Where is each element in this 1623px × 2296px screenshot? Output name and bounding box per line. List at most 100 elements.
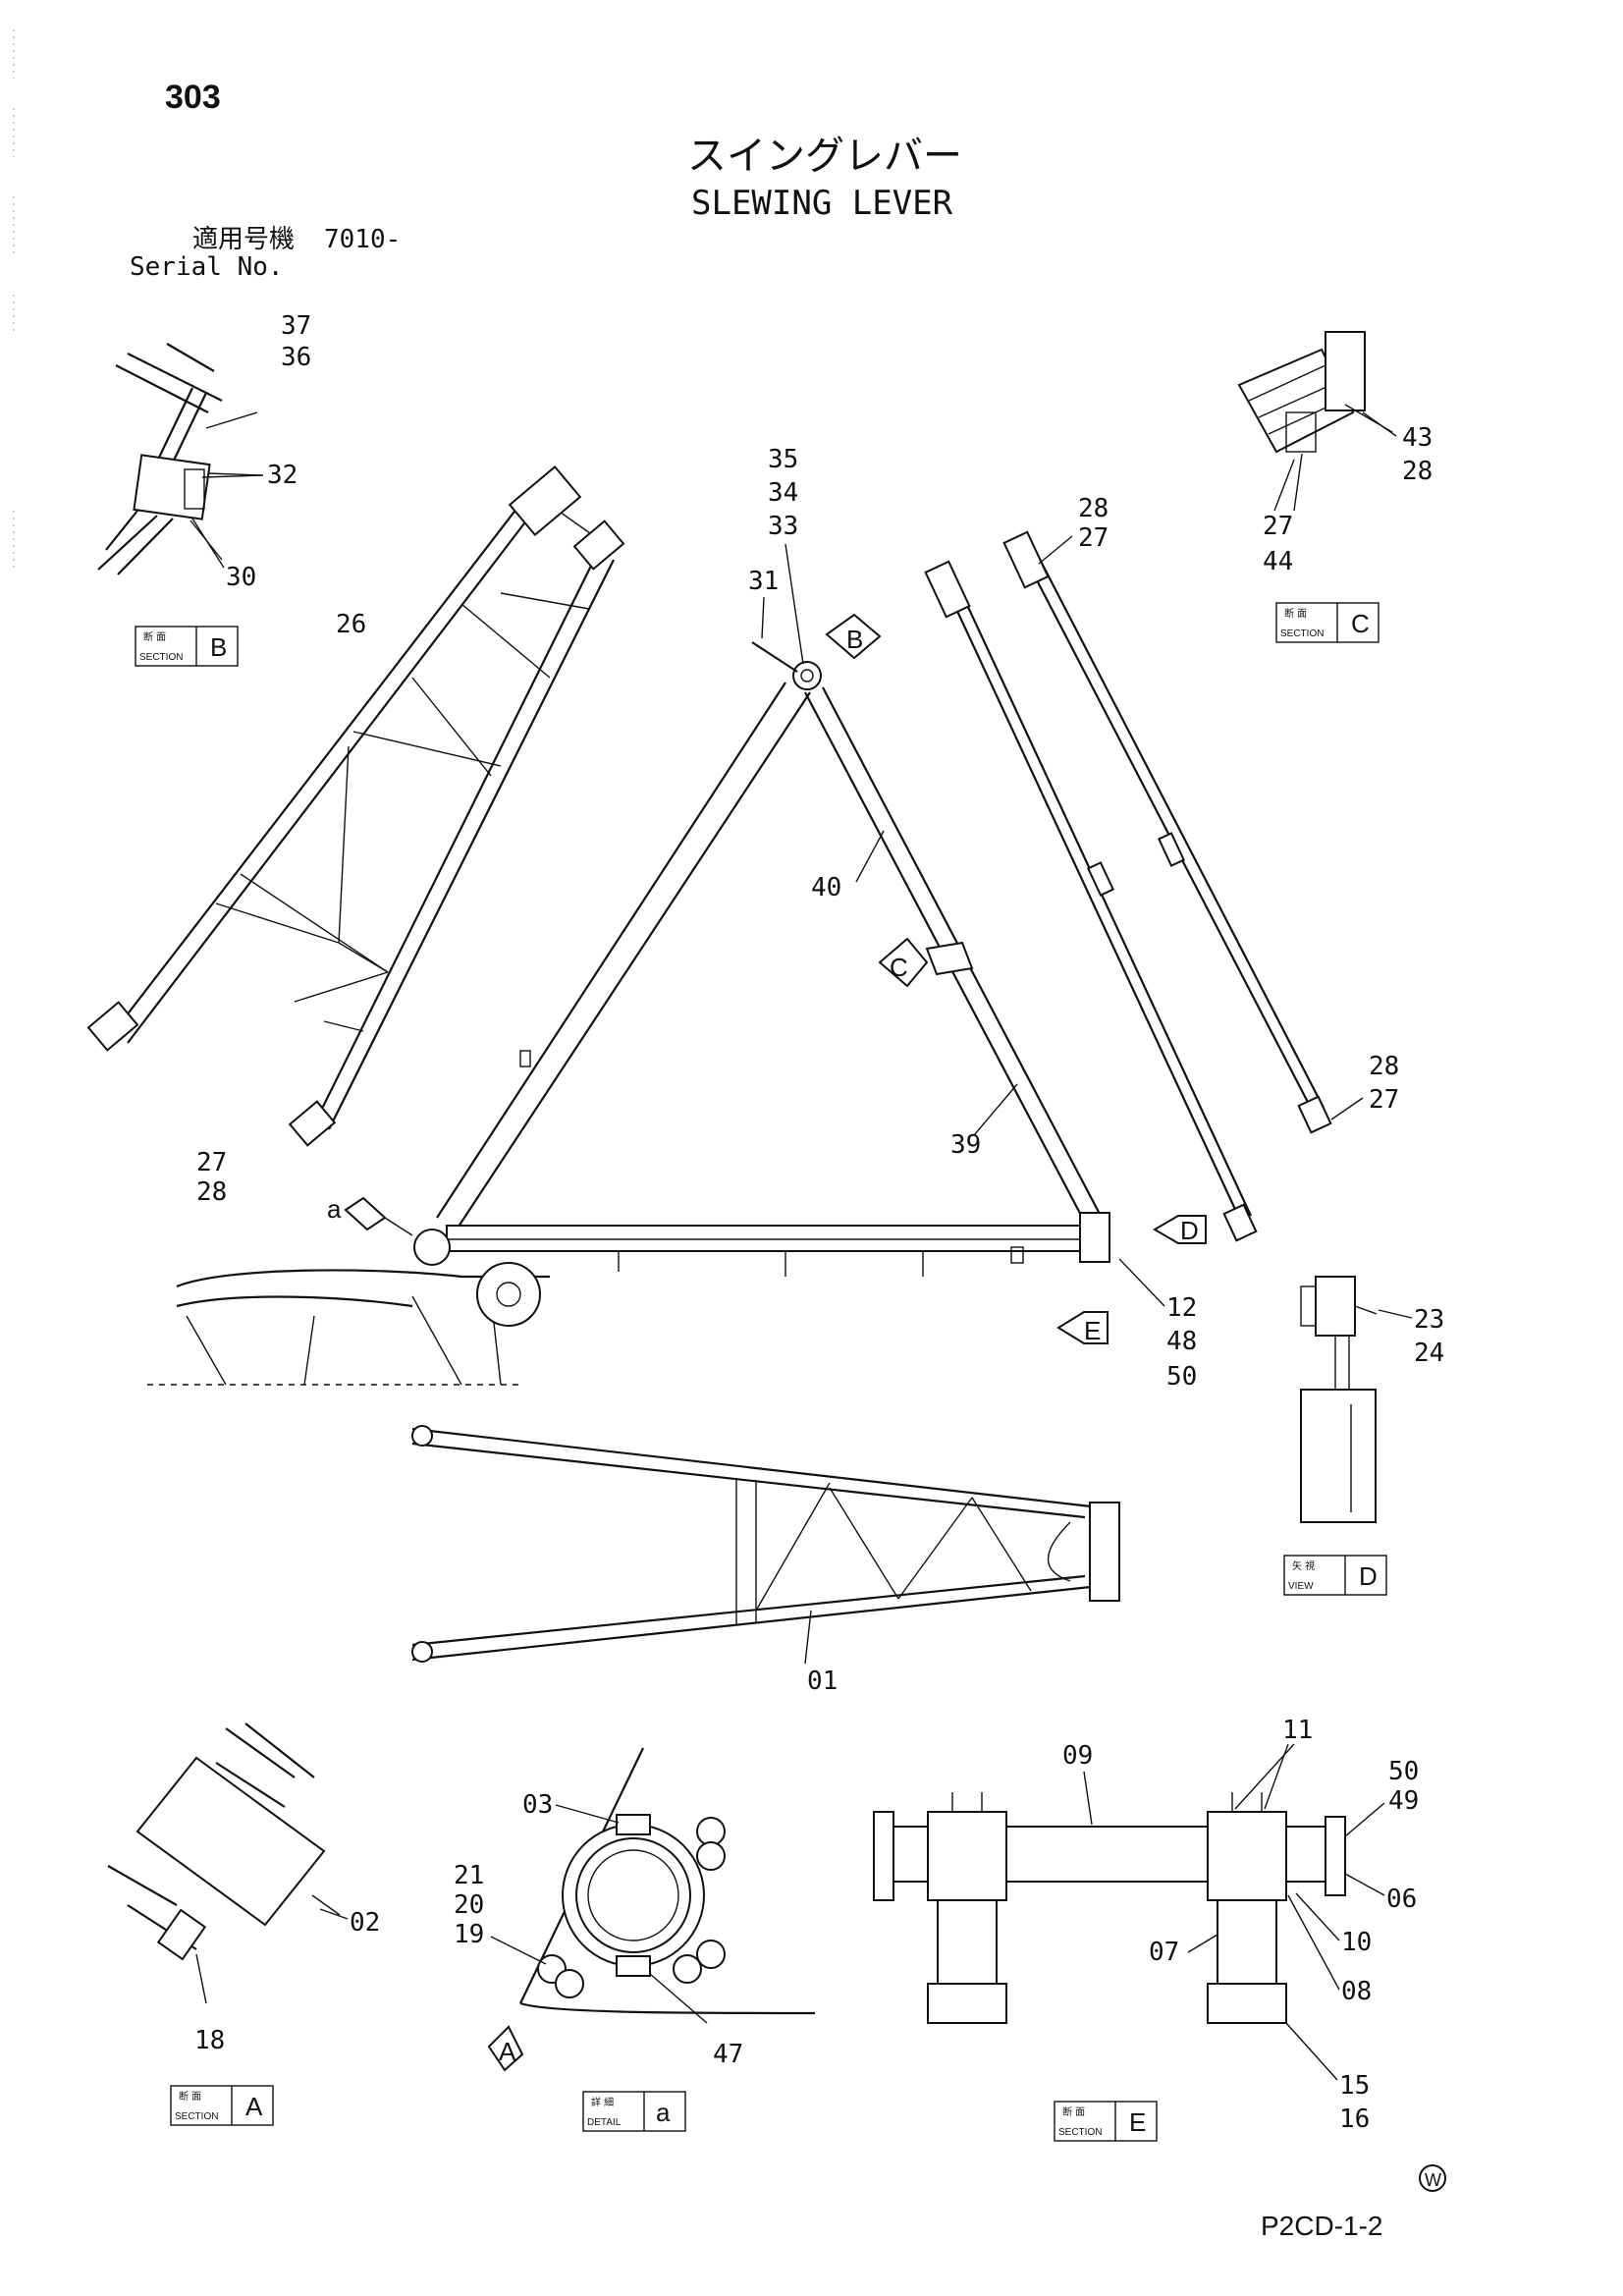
part-label: 33 — [768, 512, 798, 541]
svg-text:B: B — [210, 632, 227, 662]
part-label: 37 — [281, 311, 311, 341]
svg-text:a: a — [656, 2098, 671, 2127]
detail-a-drawing — [519, 1747, 816, 2024]
serial-value: 7010- — [324, 225, 401, 254]
part-label: 43 — [1402, 423, 1433, 453]
main-lever-triangle — [413, 641, 1110, 1277]
svg-text:E: E — [1084, 1316, 1101, 1345]
title-japanese: スイングレバー — [687, 134, 962, 179]
part-label: 27 — [1369, 1085, 1399, 1115]
svg-text:SECTION: SECTION — [1058, 2127, 1102, 2138]
part-label: 34 — [768, 478, 798, 508]
view-marker-c: C — [878, 937, 929, 988]
svg-text:SECTION: SECTION — [139, 652, 183, 663]
machine-base-fragment — [147, 1262, 550, 1386]
part-label: 24 — [1414, 1339, 1444, 1368]
part-label: 16 — [1339, 2105, 1370, 2134]
part-label: 06 — [1386, 1885, 1417, 1914]
part-label: 12 — [1166, 1293, 1197, 1323]
part-label: 50 — [1166, 1362, 1197, 1392]
svg-text:断 面: 断 面 — [179, 2090, 201, 2103]
svg-text:C: C — [890, 953, 908, 982]
part-label: 26 — [336, 610, 366, 639]
footer-code: P2CD-1-2 — [1261, 2211, 1382, 2241]
section-c-drawing — [1237, 331, 1393, 512]
detail-marker-a: a — [327, 1194, 413, 1236]
footer-mark: W — [1419, 2164, 1446, 2192]
part-label: 39 — [950, 1130, 981, 1160]
svg-text:SECTION: SECTION — [175, 2111, 218, 2122]
part-label: 02 — [350, 1908, 380, 1938]
tie-rods — [924, 530, 1332, 1242]
part-label: 32 — [267, 461, 298, 490]
part-label: 18 — [194, 2026, 225, 2055]
tag-section-c: 断 面 SECTION C — [1275, 602, 1380, 643]
arm-assembly-26 — [86, 465, 625, 1147]
part-label: 47 — [713, 2040, 743, 2069]
view-marker-a: A — [487, 2025, 524, 2072]
view-marker-e: E — [1056, 1311, 1109, 1345]
section-b-drawing — [97, 343, 264, 575]
view-d-drawing — [1300, 1276, 1378, 1523]
page-number: 303 — [165, 79, 221, 116]
part-label: 27 — [1263, 512, 1293, 541]
svg-text:SECTION: SECTION — [1280, 629, 1324, 639]
svg-text:W: W — [1425, 2170, 1441, 2190]
svg-text:a: a — [327, 1194, 342, 1224]
part-label: 50 — [1388, 1757, 1419, 1786]
part-label: 49 — [1388, 1786, 1419, 1816]
tag-section-e: 断 面 SECTION E — [1054, 2101, 1158, 2142]
svg-text:断 面: 断 面 — [1062, 2105, 1085, 2118]
part-label: 23 — [1414, 1305, 1444, 1335]
part-label: 31 — [748, 567, 779, 596]
svg-text:E: E — [1129, 2107, 1146, 2137]
part-label: 30 — [226, 563, 256, 592]
view-marker-d: D — [1153, 1215, 1207, 1245]
part-label: 48 — [1166, 1327, 1197, 1356]
svg-text:VIEW: VIEW — [1288, 1581, 1314, 1592]
part-label: 11 — [1282, 1716, 1313, 1745]
leader-lines — [191, 411, 1413, 2081]
part-label: 28 — [196, 1177, 227, 1207]
part-label: 44 — [1263, 547, 1293, 576]
part-label: 08 — [1341, 1977, 1372, 2006]
title-english: SLEWING LEVER — [691, 184, 953, 223]
svg-text:DETAIL: DETAIL — [587, 2117, 622, 2128]
part-label-group: 37 36 32 30 26 35 34 33 31 40 28 27 43 2… — [194, 311, 1444, 2134]
part-label: 20 — [454, 1890, 484, 1920]
part-label: 36 — [281, 343, 311, 372]
svg-text:D: D — [1359, 1561, 1378, 1591]
tag-section-a: 断 面 SECTION A — [170, 2085, 274, 2126]
svg-text:B: B — [846, 625, 863, 654]
section-e-drawing — [873, 1792, 1346, 2024]
svg-text:断 面: 断 面 — [1284, 607, 1307, 620]
svg-text:A: A — [499, 2037, 516, 2066]
svg-text:断 面: 断 面 — [143, 630, 166, 643]
svg-text:矢 視: 矢 視 — [1292, 1559, 1315, 1572]
part-label: 27 — [1078, 523, 1109, 553]
part-label: 28 — [1078, 494, 1109, 523]
svg-text:C: C — [1351, 609, 1370, 638]
tag-view-d: 矢 視 VIEW D — [1283, 1555, 1387, 1596]
section-a-drawing — [107, 1722, 341, 2004]
serial-label-japanese: 適用号機 — [192, 225, 295, 254]
view-marker-b: B — [825, 613, 882, 660]
part-label: 01 — [807, 1667, 838, 1696]
serial-label-english: Serial No. — [130, 252, 284, 282]
part-label: 09 — [1062, 1741, 1093, 1771]
part-label: 28 — [1402, 457, 1433, 486]
part-label: 19 — [454, 1920, 484, 1949]
part-label: 35 — [768, 445, 798, 474]
part-label: 21 — [454, 1861, 484, 1890]
tag-section-b: 断 面 SECTION B — [135, 626, 239, 667]
svg-text:A: A — [245, 2092, 263, 2121]
frame-assembly-01 — [411, 1425, 1120, 1663]
part-label: 03 — [522, 1790, 553, 1820]
svg-text:詳 細: 詳 細 — [591, 2096, 614, 2108]
part-label: 40 — [811, 873, 841, 902]
part-label: 27 — [196, 1148, 227, 1177]
svg-text:D: D — [1180, 1216, 1199, 1245]
part-label: 15 — [1339, 2071, 1370, 2101]
part-label: 10 — [1341, 1928, 1372, 1957]
